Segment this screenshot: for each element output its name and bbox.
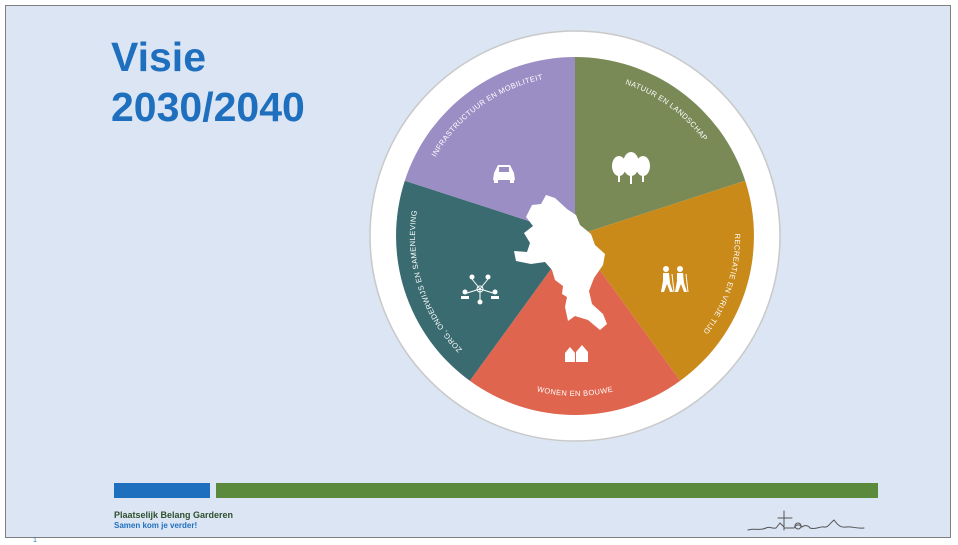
segment-infrastructure bbox=[404, 57, 575, 236]
village-map-shape bbox=[514, 195, 607, 330]
network-icon bbox=[461, 274, 499, 305]
title-line-1: Visie bbox=[111, 34, 206, 80]
vision-wheel: NATUUR EN LANDSCHAP RECREATIE EN VRIJE T… bbox=[369, 30, 781, 442]
car-icon bbox=[493, 165, 515, 183]
village-skyline-logo bbox=[747, 510, 865, 531]
segment-nature bbox=[575, 57, 746, 236]
slide-title: Visie 2030/2040 bbox=[111, 32, 305, 132]
trees-icon bbox=[612, 152, 650, 184]
hikers-icon bbox=[661, 266, 689, 293]
title-line-2: 2030/2040 bbox=[111, 84, 305, 130]
slide: Visie 2030/2040 NATUUR EN LANDSCHAP RECR… bbox=[5, 5, 951, 544]
svg-text:WONEN EN BOUWE: WONEN EN BOUWE bbox=[536, 384, 614, 397]
organization-slogan: Samen kom je verder! bbox=[114, 521, 198, 530]
houses-icon bbox=[565, 345, 588, 362]
segment-label-housing: WONEN EN BOUWE bbox=[536, 384, 613, 397]
page-number: 1 bbox=[33, 537, 37, 544]
footer-bar-green bbox=[216, 483, 878, 498]
segment-housing bbox=[469, 236, 681, 415]
organization-name: Plaatselijk Belang Garderen bbox=[114, 510, 234, 520]
footer-bar-blue bbox=[114, 483, 210, 498]
